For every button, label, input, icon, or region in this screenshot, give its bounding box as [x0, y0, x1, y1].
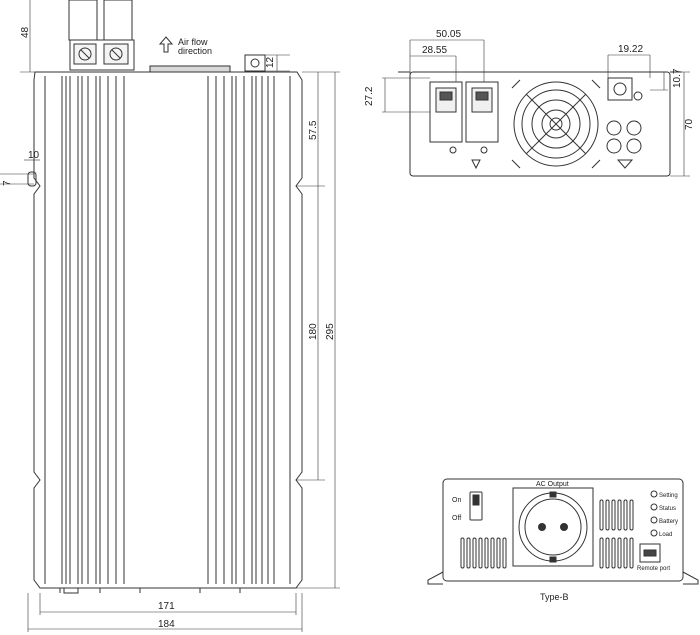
remote-port-label: Remote port	[637, 566, 670, 572]
led-status	[650, 503, 658, 511]
dim-295: 295	[325, 323, 336, 340]
dim-70: 70	[684, 118, 695, 130]
power-switch[interactable]	[469, 491, 483, 521]
dim-28-55: 28.55	[422, 45, 447, 56]
dim-12: 12	[265, 56, 276, 68]
ground-stud	[607, 77, 633, 101]
led-load	[650, 529, 658, 537]
fins-right	[207, 76, 291, 584]
mounting-hole	[250, 58, 260, 68]
dim-7: 7	[2, 180, 13, 186]
terminal-positive	[465, 81, 499, 143]
airflow-arrow-icon	[158, 36, 174, 53]
led-battery	[650, 516, 658, 524]
fan-icon	[511, 79, 601, 169]
rear-view	[382, 39, 690, 177]
ac-output-label: AC Output	[536, 481, 569, 488]
fins-left	[44, 76, 125, 584]
dim-171: 171	[158, 601, 175, 612]
dim-27-2: 27.2	[364, 86, 375, 106]
dim-10: 10	[28, 150, 40, 161]
status-label: Status	[659, 506, 676, 512]
mounting-tab	[244, 54, 266, 72]
setting-label: Setting	[659, 493, 678, 499]
battery-label: Battery	[659, 519, 678, 525]
dim-57-5: 57.5	[308, 120, 319, 140]
dim-10-7: 10.7	[672, 68, 683, 88]
airflow-label-1: Air flow	[178, 37, 208, 47]
led-setting	[650, 490, 658, 498]
terminal-block	[68, 0, 135, 71]
vents-left	[460, 537, 507, 569]
type-b-label: Type-B	[540, 592, 569, 602]
dim-48: 48	[20, 26, 31, 38]
switch-on-label: On	[452, 497, 461, 504]
ground-icon	[633, 91, 643, 101]
front-view	[427, 478, 699, 585]
remote-port[interactable]	[639, 543, 661, 563]
vents-right	[599, 499, 634, 569]
top-view	[0, 0, 340, 632]
rear-panel	[409, 71, 671, 177]
dim-50-05: 50.05	[436, 29, 461, 40]
dim-180: 180	[308, 323, 319, 340]
dim-184: 184	[158, 619, 175, 630]
dim-19-22: 19.22	[618, 44, 643, 55]
load-label: Load	[659, 532, 672, 538]
front-panel	[442, 478, 684, 582]
switch-off-label: Off	[452, 515, 461, 522]
ac-socket	[512, 487, 594, 567]
airflow-label-2: direction	[178, 46, 212, 56]
